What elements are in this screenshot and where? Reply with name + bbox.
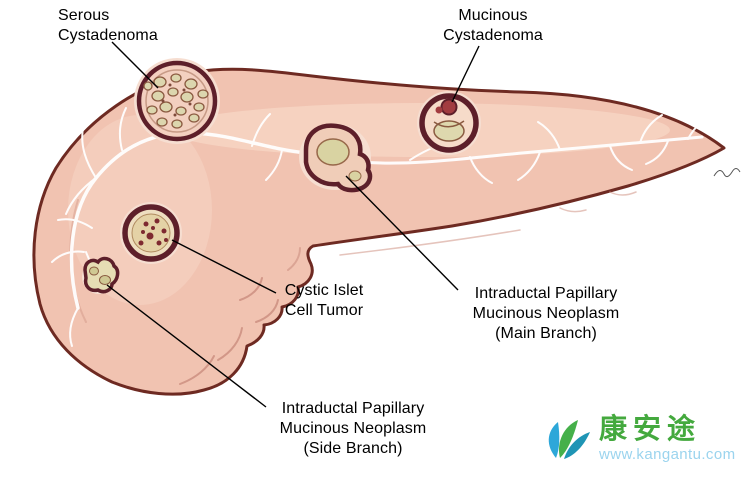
- lesion-cystic-islet-cell-tumor: [120, 202, 182, 264]
- lesion-ipmn-main-branch: [299, 123, 373, 193]
- leader-line-ipmn-main: [345, 175, 459, 291]
- leader-line-serous: [111, 41, 159, 89]
- label-serous-cystadenoma: Serous Cystadenoma: [58, 7, 158, 44]
- kangantu-leaf-logo-icon: [548, 420, 590, 459]
- lesion-serous-cystadenoma: [134, 58, 220, 144]
- label-mucinous-cystadenoma: Mucinous Cystadenoma: [443, 7, 543, 44]
- watermark-url-text: www.kangantu.com: [599, 446, 736, 463]
- watermark-brand-text: 康安途: [599, 413, 702, 444]
- label-ipmn-side-branch: Intraductal Papillary Mucinous Neoplasm …: [279, 400, 427, 457]
- duct-tree: [51, 99, 713, 347]
- label-cystic-islet-cell-tumor: Cystic Islet Cell Tumor: [284, 282, 364, 319]
- leader-line-mucinous: [451, 45, 480, 103]
- lesion-mucinous-cystadenoma: [417, 91, 481, 155]
- label-ipmn-main-branch: Intraductal Papillary Mucinous Neoplasm …: [472, 285, 620, 342]
- watermark: 康安途 www.kangantu.com: [538, 412, 735, 464]
- leader-line-cystic-islet: [171, 239, 277, 294]
- tail-signature-mark: [713, 168, 741, 178]
- leader-line-ipmn-side: [106, 284, 267, 408]
- leader-lines: [106, 41, 480, 408]
